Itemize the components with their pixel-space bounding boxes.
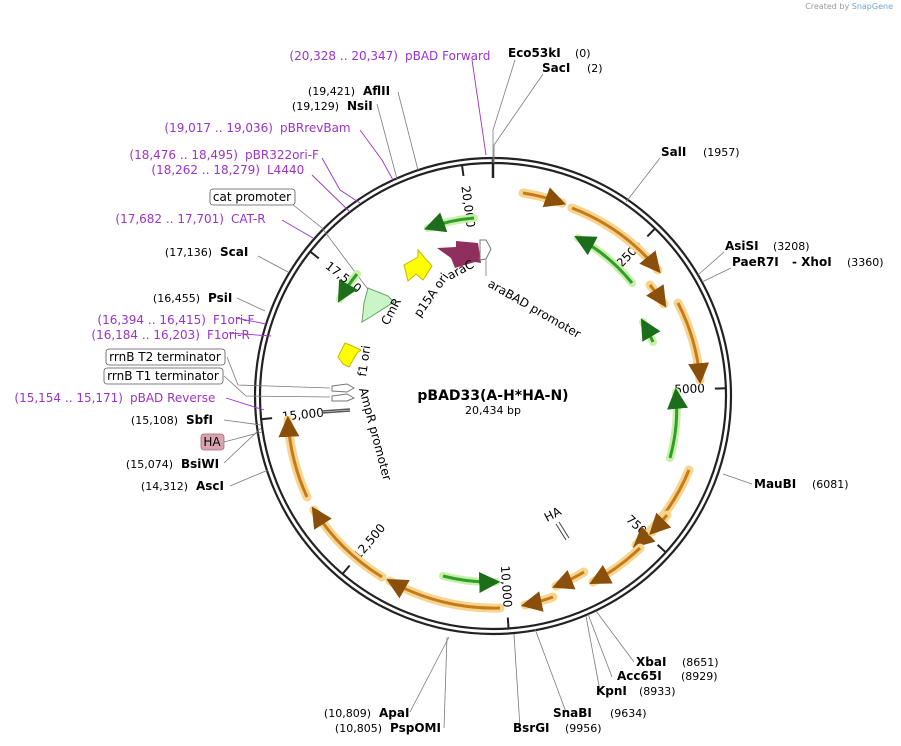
- site-apai-pos: (10,809): [324, 707, 371, 720]
- tick-label: 10,000: [498, 565, 515, 608]
- site-leaders: [223, 59, 753, 729]
- tick-mark: [309, 250, 320, 260]
- primer-pbr322ori-f-name: pBR322ori-F: [245, 148, 319, 162]
- plasmid-name: pBAD33(A-H*HA-N): [417, 388, 568, 404]
- rrnb-t1-box: [103, 367, 224, 385]
- site-eco53ki-name: Eco53kI: [508, 46, 561, 60]
- arac-arrow: [437, 241, 481, 268]
- primer-pbad-forward-name: pBAD Forward: [405, 49, 490, 63]
- tick-mark: [506, 617, 510, 629]
- site-snabi-pos: (9634): [610, 707, 647, 720]
- site-acc65i-name: Acc65I: [617, 669, 662, 683]
- arabad-promoter-label: araBAD promoter: [486, 276, 584, 341]
- site-bsiwi-name: BsiWI: [181, 457, 219, 471]
- site-asisi-name: AsiSI: [725, 239, 759, 253]
- site-sbfi-pos: (15,108): [131, 414, 178, 427]
- primer-pbad-forward-range: (20,328 .. 20,347): [289, 49, 398, 63]
- site-sali-pos: (1957): [703, 146, 740, 159]
- primer-pbad-reverse-name: pBAD Reverse: [130, 391, 215, 405]
- site-psii-pos: (16,455): [153, 292, 200, 305]
- arabad-promoter-arrow: [479, 239, 492, 261]
- primer-pbrrevbam-name: pBRrevBam: [280, 121, 351, 135]
- site-asci-name: AscI: [196, 479, 224, 493]
- rrnb-t2-box: [105, 348, 226, 366]
- primer-leaders: [225, 59, 487, 411]
- primer-l4440-name: L4440: [267, 163, 304, 177]
- rrnb-t2-label: rrnB T2 terminator: [109, 350, 221, 364]
- site-saci-pos: (2): [587, 62, 603, 75]
- primer-f1ori-f-range: (16,394 .. 16,415): [97, 313, 206, 327]
- site-apai-name: ApaI: [379, 706, 409, 720]
- rrnb-t1-marker: [331, 393, 356, 402]
- cmr-arrow: [361, 287, 395, 323]
- site-aflii-pos: (19,421): [308, 85, 355, 98]
- snapgene-credit: Created by SnapGene: [805, 2, 893, 11]
- site-kpni-name: KpnI: [596, 684, 627, 698]
- p15a-ori-arrow: [403, 248, 433, 282]
- site-asci-pos: (14,312): [141, 480, 188, 493]
- site-paer7i-extra: - XhoI: [792, 255, 832, 269]
- site-pspomi-name: PspOMI: [390, 721, 441, 735]
- site-eco53ki-pos: (0): [575, 47, 591, 60]
- site-maubi-name: MauBI: [754, 477, 796, 491]
- site-asisi-pos: (3208): [773, 240, 810, 253]
- primer-pbad-reverse-range: (15,154 .. 15,171): [14, 391, 123, 405]
- primer-f1ori-r-range: (16,184 .. 16,203): [91, 328, 200, 342]
- site-paer7i-pos: (3360): [847, 256, 884, 269]
- site-kpni-pos: (8933): [639, 685, 676, 698]
- site-xbai-pos: (8651): [682, 656, 719, 669]
- site-paer7i-name: PaeR7I: [732, 255, 779, 269]
- site-sbfi-name: SbfI: [186, 413, 213, 427]
- site-maubi-pos: (6081): [812, 478, 849, 491]
- site-bsrgi-pos: (9956): [565, 722, 602, 735]
- plasmid-length: 20,434 bp: [465, 404, 521, 417]
- snapgene-brand: SnapGene: [851, 2, 893, 11]
- site-bsrgi-name: BsrGI: [513, 721, 550, 735]
- f1-ori-label: f1 ori: [355, 344, 373, 377]
- cat-promoter-label: cat promoter: [213, 190, 291, 204]
- primer-pbrrevbam-range: (19,017 .. 19,036): [164, 121, 273, 135]
- site-bsiwi-pos: (15,074): [126, 458, 173, 471]
- site-snabi-name: SnaBI: [553, 706, 592, 720]
- tick-mark: [461, 164, 465, 177]
- primer-cat-r-range: (17,682 .. 17,701): [115, 212, 224, 226]
- f1-ori-arrow: [337, 342, 362, 368]
- tick-mark: [646, 227, 656, 238]
- primer-f1ori-r-name: F1ori-R: [207, 328, 250, 342]
- tick-mark: [261, 417, 273, 421]
- primer-l4440-range: (18,262 .. 18,279): [151, 163, 260, 177]
- primer-cat-r-name: CAT-R: [231, 212, 266, 226]
- site-acc65i-pos: (8929): [681, 670, 718, 683]
- ha-inner-label: HA: [542, 504, 564, 525]
- feature-leaders: [223, 203, 377, 398]
- site-xbai-name: XbaI: [636, 655, 666, 669]
- cat-promoter-box: [209, 188, 296, 206]
- p15a-ori-label: p15A ori: [411, 270, 451, 319]
- credit-prefix: Created by: [805, 2, 850, 11]
- site-saci-name: SacI: [542, 61, 570, 75]
- site-pspomi-pos: (10,805): [335, 722, 382, 735]
- rrnb-t2-marker: [331, 383, 356, 393]
- orange-cds-arcs: [278, 187, 710, 613]
- site-aflii-name: AflII: [363, 84, 390, 98]
- ampr-promoter-label: AmpR promoter: [356, 386, 394, 482]
- primer-pbr322ori-f-range: (18,476 .. 18,495): [129, 148, 238, 162]
- primer-f1ori-f-name: F1ori-F: [213, 313, 254, 327]
- site-scai-pos: (17,136): [165, 246, 212, 259]
- tick-mark: [656, 544, 667, 554]
- tick-mark: [341, 564, 351, 575]
- green-feature-arcs: [336, 212, 688, 593]
- rrnb-t1-label: rrnB T1 terminator: [107, 369, 219, 383]
- site-nsii-name: NsiI: [347, 99, 373, 113]
- site-psii-name: PsiI: [208, 291, 232, 305]
- site-sali-name: SalI: [661, 145, 686, 159]
- site-nsii-pos: (19,129): [292, 100, 339, 113]
- ha-tag-label: HA: [203, 435, 221, 449]
- site-scai-name: ScaI: [220, 245, 248, 259]
- inner-features: [321, 239, 570, 541]
